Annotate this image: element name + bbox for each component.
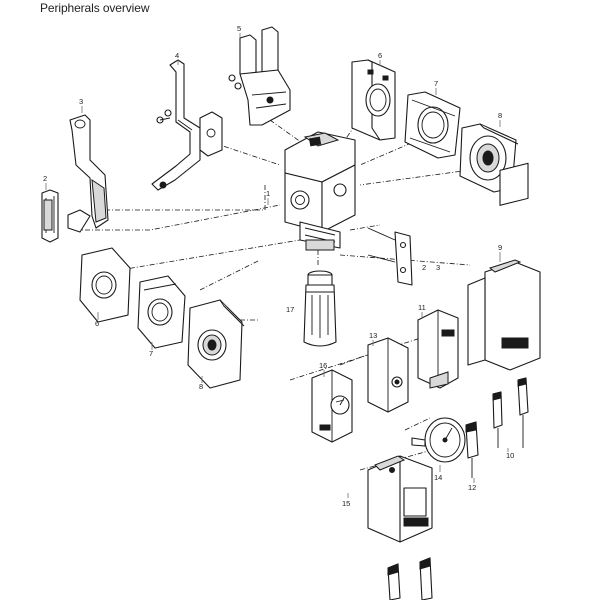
display-module xyxy=(367,455,433,543)
mounting-bracket xyxy=(67,114,109,233)
leader-23-to-1 xyxy=(349,224,381,231)
cable-connector-12 xyxy=(465,421,479,478)
cover-plate-top xyxy=(351,59,396,141)
callout-6-left: 6 xyxy=(95,319,99,328)
mounting-block-small xyxy=(41,189,59,243)
callout-17: 17 xyxy=(286,305,294,314)
callout-2-left: 2 xyxy=(43,174,47,183)
callout-14: 14 xyxy=(434,473,442,482)
filter-bowl xyxy=(303,270,337,347)
callout-10: 10 xyxy=(506,451,514,460)
callout-7-left: 7 xyxy=(149,349,153,358)
gauge-housing xyxy=(311,369,353,443)
callout-16: 16 xyxy=(319,361,327,370)
leader-7b-to-1 xyxy=(199,259,261,291)
indicator-box xyxy=(367,337,409,413)
leader-2-to-1 xyxy=(75,204,281,231)
callout-8-top: 8 xyxy=(498,111,502,120)
pressure-gauge xyxy=(411,417,466,463)
page-title: Peripherals overview xyxy=(40,1,150,15)
gasket-plate-top xyxy=(404,91,461,159)
callout-5: 5 xyxy=(237,24,241,33)
cover-plate-left xyxy=(79,247,131,323)
callout-8-left: 8 xyxy=(199,382,203,391)
gasket-plate-left xyxy=(137,275,186,349)
leader-6b-to-1 xyxy=(119,239,301,271)
callout-15: 15 xyxy=(342,499,350,508)
callout-numbers: 1 2 3 4 5 6 7 8 2 3 9 17 6 7 8 11 13 16 xyxy=(43,24,514,508)
leader-5-to-1 xyxy=(269,119,306,146)
cable-connectors-10 xyxy=(492,377,529,448)
callout-6-top: 6 xyxy=(378,51,382,60)
leader-8-to-1 xyxy=(359,169,471,186)
callout-3-rods: 3 xyxy=(436,263,440,272)
clamp-bracket xyxy=(228,26,291,126)
leader-3-to-1 xyxy=(105,185,266,211)
flange-left xyxy=(187,299,245,389)
callout-7-top: 7 xyxy=(434,79,438,88)
tie-rods xyxy=(367,227,413,286)
callout-13: 13 xyxy=(369,331,377,340)
callout-12: 12 xyxy=(468,483,476,492)
callout-9: 9 xyxy=(498,243,502,252)
callout-3-left: 3 xyxy=(79,97,83,106)
callout-2-rods: 2 xyxy=(422,263,426,272)
angle-bracket xyxy=(151,59,223,191)
leader-9-to-1 xyxy=(339,254,471,266)
leader-13 xyxy=(339,349,381,366)
indicator-module-large xyxy=(467,162,541,371)
callout-11: 11 xyxy=(418,303,426,312)
callout-1: 1 xyxy=(266,189,270,198)
sensor-module xyxy=(417,309,459,389)
callout-4: 4 xyxy=(175,51,179,60)
leader-14 xyxy=(404,417,431,431)
main-valve-body xyxy=(284,131,356,251)
cable-connectors-bottom xyxy=(387,557,433,600)
